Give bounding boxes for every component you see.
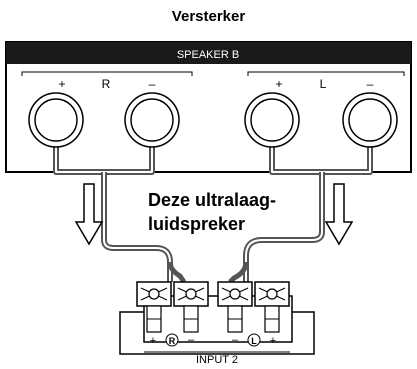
r-mark-ring bbox=[165, 333, 179, 347]
amp-r-channel: R bbox=[102, 77, 111, 91]
caption-line-1: Deze ultralaag- bbox=[148, 190, 277, 210]
sub-r-mark: R bbox=[169, 336, 176, 346]
amp-r-plus: + bbox=[58, 77, 65, 91]
amp-terminal-l-minus bbox=[342, 92, 398, 148]
sub-plus-r: + bbox=[150, 335, 156, 347]
amp-r-minus: – bbox=[149, 77, 156, 91]
right-arrow-icon bbox=[324, 183, 354, 246]
diagram-title: Versterker bbox=[171, 8, 246, 25]
sub-minus-r: – bbox=[188, 334, 195, 346]
sub-terminal-l-plus bbox=[254, 281, 290, 333]
diagram-caption: Deze ultralaag- luidspreker bbox=[148, 188, 328, 236]
amp-terminal-l-plus bbox=[244, 92, 300, 148]
panel-header-bar bbox=[6, 42, 411, 64]
sub-plus-l: + bbox=[270, 335, 276, 347]
sub-minus-l: – bbox=[232, 334, 239, 346]
left-arrow-icon bbox=[74, 183, 104, 246]
sub-l-mark: L bbox=[251, 336, 257, 346]
input-label: INPUT 2 bbox=[196, 354, 238, 366]
amp-l-minus: – bbox=[367, 77, 374, 91]
caption-line-2: luidspreker bbox=[148, 214, 246, 234]
sub-terminal-l-minus bbox=[217, 281, 253, 333]
amp-l-channel: L bbox=[320, 77, 327, 91]
amp-l-plus: + bbox=[275, 77, 282, 91]
sub-terminal-r-plus bbox=[136, 281, 172, 333]
amp-terminal-r-minus bbox=[124, 92, 180, 148]
speaker-wires bbox=[53, 145, 373, 284]
panel-label: SPEAKER B bbox=[177, 49, 239, 61]
right-bracket bbox=[21, 71, 193, 76]
l-mark-ring bbox=[247, 333, 261, 347]
sub-terminal-r-minus bbox=[173, 281, 209, 333]
amp-terminal-r-plus bbox=[28, 92, 84, 148]
left-bracket bbox=[247, 71, 405, 76]
